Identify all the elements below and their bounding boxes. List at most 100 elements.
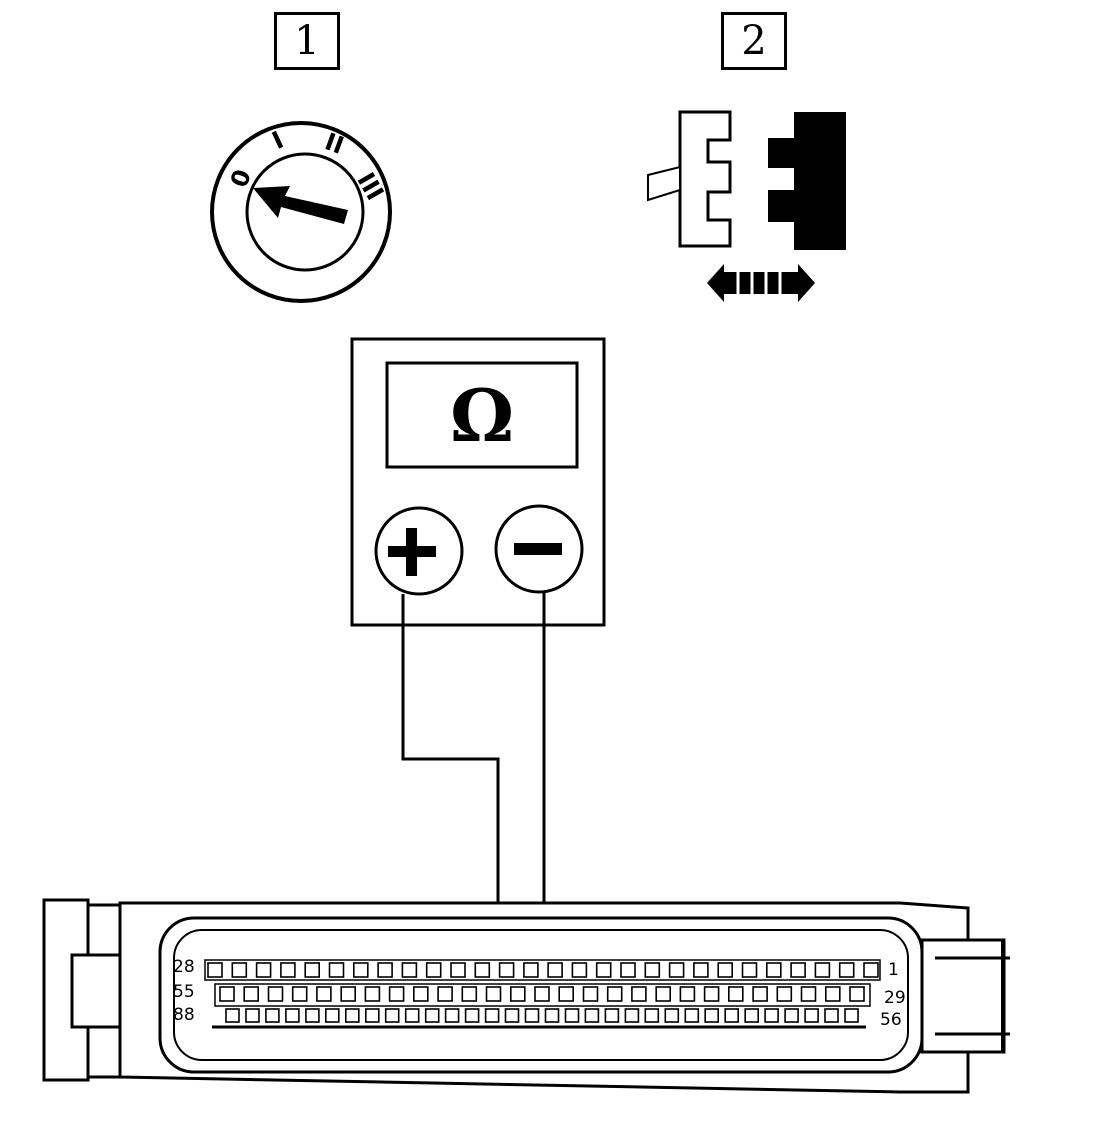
connector-pin: [571, 962, 588, 978]
connector-pins: [207, 962, 879, 1023]
connector-pin: [764, 1008, 779, 1023]
minus-icon: [514, 543, 562, 555]
connector-pin: [344, 1008, 360, 1023]
connector-pin: [464, 1008, 480, 1023]
step-1-label: 1: [274, 12, 340, 70]
connector-pin: [606, 986, 623, 1002]
pin-label-88: 88: [173, 1005, 195, 1025]
connector-pin: [838, 962, 855, 978]
connector-pin: [225, 1008, 240, 1023]
connector-pin: [644, 962, 661, 978]
connector-pin: [752, 986, 768, 1002]
connector-pin: [534, 986, 550, 1002]
ohmmeter: [350, 337, 606, 627]
connector-pin: [291, 986, 308, 1002]
connector-pin: [684, 1008, 700, 1023]
connector-pin: [564, 1008, 580, 1023]
connector-pin: [765, 962, 782, 978]
key-arrow-icon: [253, 186, 348, 224]
connector-pin: [717, 962, 734, 978]
connector-pin: [664, 1008, 680, 1023]
connector-pin: [352, 962, 369, 978]
connector-pin: [644, 1008, 660, 1023]
connector-pin: [231, 962, 248, 978]
connector-pin: [484, 1008, 500, 1023]
connector-pin: [316, 986, 332, 1002]
connector-pin: [523, 962, 539, 978]
pin-label-1: 1: [888, 960, 899, 980]
connector-pin: [679, 986, 696, 1002]
connector-pin: [424, 1008, 440, 1023]
connector-pin: [267, 986, 284, 1002]
connector-pin: [844, 1008, 859, 1023]
connector-pin: [425, 962, 442, 978]
step-2-label: 2: [721, 12, 787, 70]
connector-pin: [474, 962, 491, 978]
connector-pin: [790, 962, 806, 978]
connector-pin: [485, 986, 502, 1002]
ohm-text: Ω: [449, 372, 515, 458]
ecu-connector: [42, 898, 1010, 1094]
connector-pin: [849, 986, 865, 1002]
connector-pin: [265, 1008, 280, 1023]
connector-pin: [401, 962, 418, 978]
connector-pin: [377, 962, 393, 978]
connector-pin: [304, 962, 321, 978]
connector-pin: [582, 986, 599, 1002]
step-1-text: 1: [294, 18, 320, 64]
connector-pin: [207, 962, 223, 978]
connector-pin: [255, 962, 272, 978]
connector-pin: [450, 962, 466, 978]
connector-pin: [784, 1008, 799, 1023]
ignition-switch-icon: [210, 121, 392, 303]
connector-pin: [804, 1008, 819, 1023]
connector-pin: [631, 986, 647, 1002]
connector-pin: [243, 986, 259, 1002]
connector-pin: [324, 1008, 340, 1023]
connector-pin: [584, 1008, 600, 1023]
connector-pin: [655, 986, 672, 1002]
connector-pin: [305, 1008, 320, 1023]
connector-pin: [558, 986, 575, 1002]
connector-pin: [776, 986, 793, 1002]
connector-pin: [524, 1008, 540, 1023]
connector-pin: [364, 986, 381, 1002]
connector-pin: [595, 962, 612, 978]
positive-lead: [401, 594, 500, 968]
pin-label-55: 55: [173, 982, 195, 1002]
connector-pin: [340, 986, 357, 1002]
meter-display: [385, 361, 579, 469]
connector-pin: [384, 1008, 400, 1023]
connector-pin: [388, 986, 405, 1002]
connector-pin: [404, 1008, 420, 1023]
connector-pin: [727, 986, 744, 1002]
connector-pin: [544, 1008, 560, 1023]
ohm-symbol: Ω: [387, 363, 577, 467]
connector-disconnect-icon: [647, 110, 846, 302]
connector-pin: [744, 1008, 760, 1023]
connector-pin: [741, 962, 758, 978]
connector-pin: [824, 1008, 839, 1023]
connector-pin: [285, 1008, 300, 1023]
connector-pin: [703, 986, 720, 1002]
pin-label-28: 28: [173, 957, 195, 977]
connector-pin: [724, 1008, 740, 1023]
connector-pin: [364, 1008, 380, 1023]
connector-pin: [668, 962, 685, 978]
connector-pin: [504, 1008, 520, 1023]
step-2-text: 2: [741, 18, 767, 64]
connector-pin: [814, 962, 831, 978]
pin-label-29: 29: [884, 988, 906, 1008]
connector-pin: [219, 986, 235, 1002]
connector-pin: [624, 1008, 640, 1023]
connector-pin: [620, 962, 636, 978]
connector-pin: [800, 986, 817, 1002]
connector-pin: [824, 986, 841, 1002]
connector-pin: [328, 962, 345, 978]
connector-pin: [547, 962, 563, 978]
pin-label-56: 56: [880, 1010, 902, 1030]
connector-pin: [509, 986, 526, 1002]
connector-pin: [412, 986, 429, 1002]
